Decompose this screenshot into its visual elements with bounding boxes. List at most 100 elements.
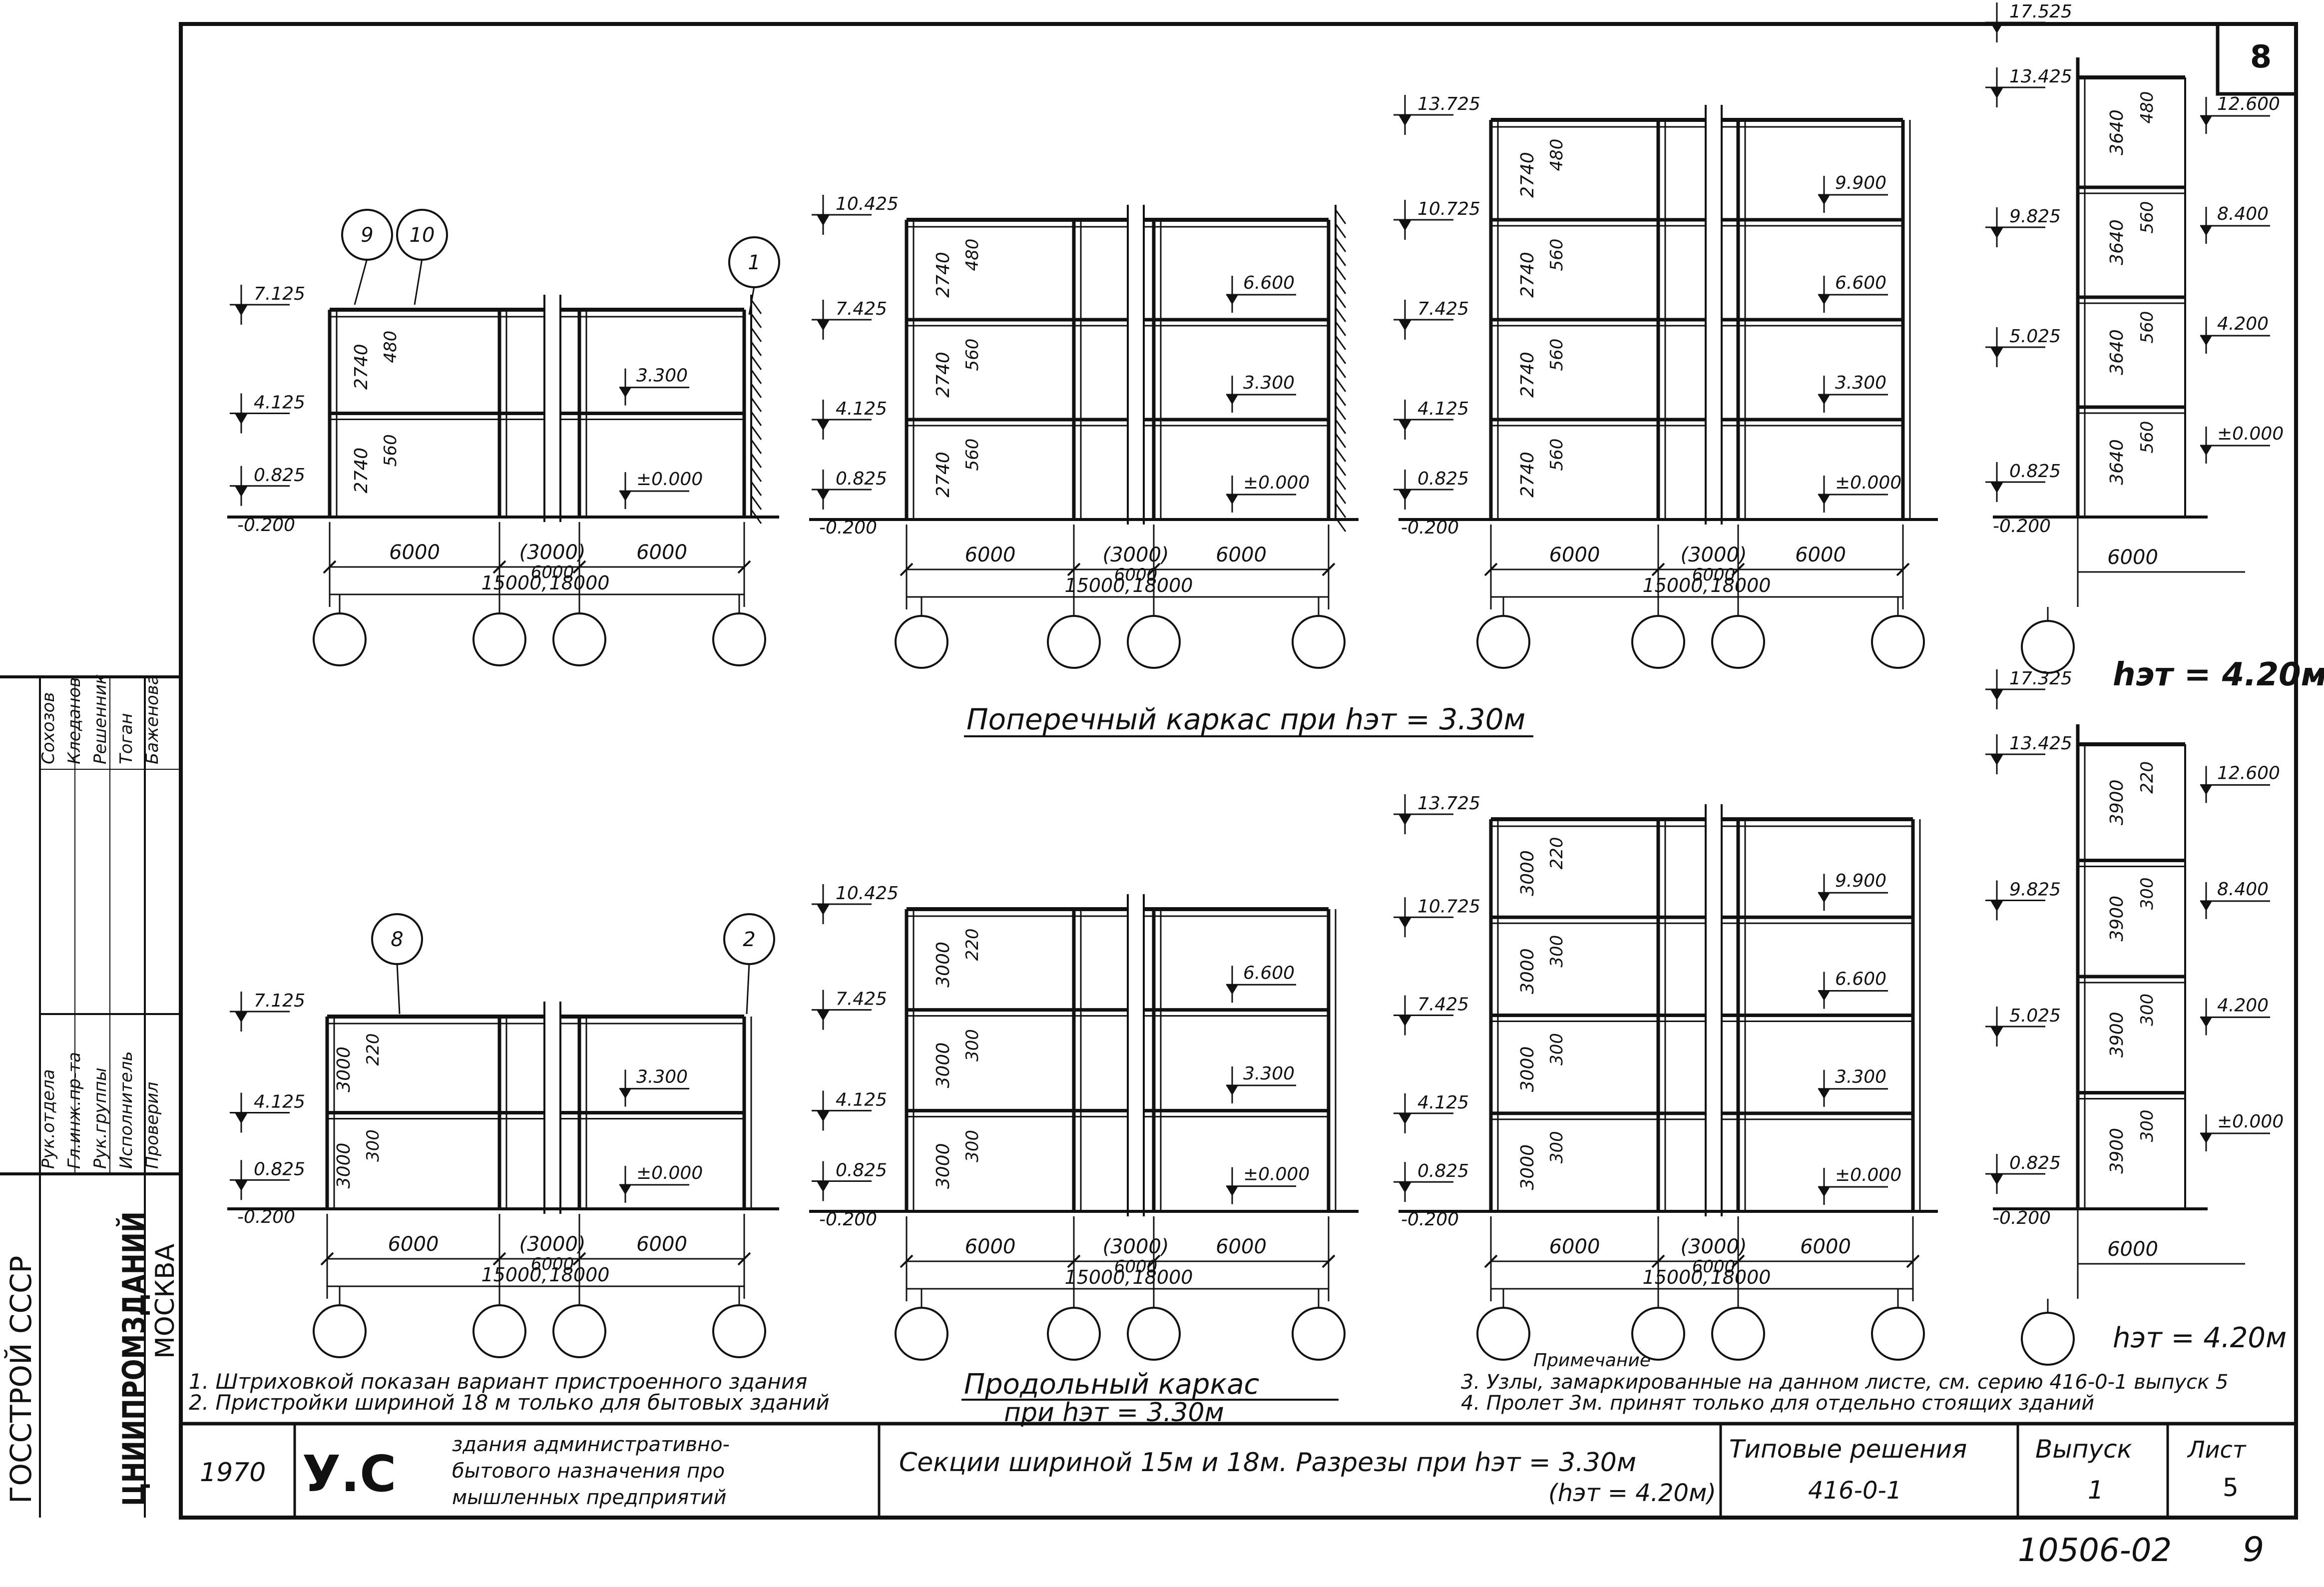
floor-value: ±0.000 bbox=[1243, 473, 1310, 493]
dim-tick bbox=[1896, 562, 1910, 576]
axis-bubble bbox=[1631, 615, 1685, 669]
stamp-name: Сохозов bbox=[38, 692, 58, 764]
total-value: 15000, bbox=[1065, 574, 1131, 596]
axis-bubble bbox=[712, 1304, 766, 1358]
hatch bbox=[1335, 349, 1347, 364]
hatch bbox=[1335, 503, 1347, 518]
total-value: 18000 bbox=[1711, 574, 1771, 596]
total-value: 15000, bbox=[1065, 1266, 1131, 1288]
height-value: 3640 bbox=[2107, 109, 2127, 155]
dim-tick bbox=[1731, 562, 1745, 576]
tb-drawing-1: Секции шириной 15м и 18м. Разрезы при hэ… bbox=[899, 1448, 1636, 1478]
transverse-section-3-floors: 10.4257.4254.1250.825-0.2006.6003.300±0.… bbox=[809, 194, 1359, 669]
hatch bbox=[750, 313, 762, 328]
hatch bbox=[750, 425, 762, 440]
dim-tick bbox=[737, 560, 751, 574]
hatch bbox=[1335, 405, 1347, 420]
sheet-number-box bbox=[2216, 22, 2298, 96]
span-value: 6000 bbox=[1800, 1235, 1851, 1258]
height-value: 560 bbox=[1547, 339, 1567, 371]
level-value: 7.425 bbox=[836, 299, 887, 319]
total-value: 18000 bbox=[1133, 574, 1193, 596]
stamp-name: Кледанов bbox=[64, 677, 84, 764]
level-value: 17.525 bbox=[2009, 1, 2072, 22]
floor-value: 8.400 bbox=[2217, 204, 2269, 224]
ground-level-value: -0.200 bbox=[237, 1207, 295, 1227]
level-value: 13.725 bbox=[1417, 793, 1480, 814]
axis-bubble bbox=[1292, 1307, 1346, 1361]
height-value: 560 bbox=[2137, 201, 2157, 234]
tb-org-desc-2: бытового назначения про bbox=[452, 1460, 725, 1483]
span-value: 6000 bbox=[636, 541, 687, 564]
level-value: 0.825 bbox=[1417, 1161, 1469, 1181]
height-value: 2740 bbox=[1517, 352, 1538, 398]
span-value: 6000 bbox=[388, 1233, 439, 1256]
hatch bbox=[750, 341, 762, 356]
stamp-org-1: ГОССТРОЙ СССР bbox=[3, 1256, 38, 1504]
span-value: 6000 bbox=[2107, 546, 2158, 569]
hatch bbox=[1335, 307, 1347, 322]
callout-leader bbox=[748, 286, 755, 315]
height-value: 3900 bbox=[2107, 1128, 2127, 1174]
span-value: (3000) bbox=[1102, 1235, 1169, 1258]
stamp-role: Рук.отдела bbox=[38, 1069, 58, 1169]
level-value: 7.125 bbox=[254, 284, 305, 304]
stamp-role: Гл.инж.пр-та bbox=[64, 1052, 84, 1169]
tb-sheet-value: 5 bbox=[2223, 1473, 2239, 1502]
height-value: 2740 bbox=[933, 452, 953, 498]
transverse-section-4-floors: 13.72510.7257.4254.1250.825-0.2009.9006.… bbox=[1394, 94, 1938, 669]
span-value: (3000) bbox=[1680, 1235, 1747, 1258]
height-note-bottom: hэт = 4.20м bbox=[2113, 1322, 2287, 1354]
hatch bbox=[750, 439, 762, 454]
dim-tick bbox=[1651, 562, 1665, 576]
hatch bbox=[1335, 447, 1347, 462]
hatch bbox=[1335, 335, 1347, 350]
span-value: 6000 bbox=[965, 543, 1016, 566]
level-value: 7.425 bbox=[1417, 299, 1469, 319]
longitudinal-section-3-floors: 10.4257.4254.1250.825-0.2006.6003.300±0.… bbox=[809, 883, 1359, 1361]
hatch bbox=[1335, 391, 1347, 406]
floor-value: ±0.000 bbox=[2217, 1111, 2284, 1132]
level-value: 0.825 bbox=[254, 1159, 305, 1179]
hatch bbox=[1335, 433, 1347, 448]
height-value: 300 bbox=[962, 1130, 982, 1162]
level-value: 4.125 bbox=[836, 399, 887, 419]
dim-tick bbox=[1067, 1254, 1081, 1268]
hatch bbox=[750, 299, 762, 314]
total-value: 15000, bbox=[481, 572, 548, 594]
dim-tick bbox=[572, 560, 586, 574]
height-value: 300 bbox=[2137, 994, 2157, 1026]
floor-value: 12.600 bbox=[2217, 94, 2280, 114]
height-value: 2740 bbox=[933, 352, 953, 398]
total-value: 18000 bbox=[1133, 1266, 1193, 1288]
floor-value: 8.400 bbox=[2217, 879, 2269, 900]
height-value: 560 bbox=[2137, 421, 2157, 454]
height-value: 3640 bbox=[2107, 329, 2127, 375]
axis-bubble bbox=[313, 1304, 367, 1358]
dim-tick bbox=[572, 1252, 586, 1266]
axis-bubble-label: 8 bbox=[391, 928, 403, 951]
level-value: 0.825 bbox=[836, 469, 887, 489]
span-value: 6000 bbox=[389, 541, 440, 564]
height-value: 3000 bbox=[1517, 948, 1538, 994]
dim-tick bbox=[737, 1252, 751, 1266]
axis-bubble bbox=[1476, 1307, 1530, 1361]
floor-value: 9.900 bbox=[1835, 173, 1886, 193]
dim-tick bbox=[1147, 562, 1161, 576]
hatch bbox=[750, 453, 762, 468]
floor-value: 3.300 bbox=[1835, 1067, 1886, 1087]
stamp-org-3: МОСКВА bbox=[150, 1243, 180, 1359]
height-value: 480 bbox=[962, 239, 982, 271]
tb-issue-value: 1 bbox=[2088, 1476, 2104, 1505]
tb-drawing-2: (hэт = 4.20м) bbox=[1548, 1479, 1716, 1507]
floor-value: 6.600 bbox=[1835, 273, 1886, 293]
span-value: 6000 bbox=[1114, 1257, 1158, 1277]
level-value: 7.425 bbox=[1417, 995, 1469, 1015]
hatch bbox=[750, 397, 762, 412]
floor-value: ±0.000 bbox=[636, 469, 703, 490]
hatch bbox=[750, 467, 762, 482]
axis-bubble bbox=[1476, 615, 1530, 669]
hatch bbox=[1335, 461, 1347, 476]
